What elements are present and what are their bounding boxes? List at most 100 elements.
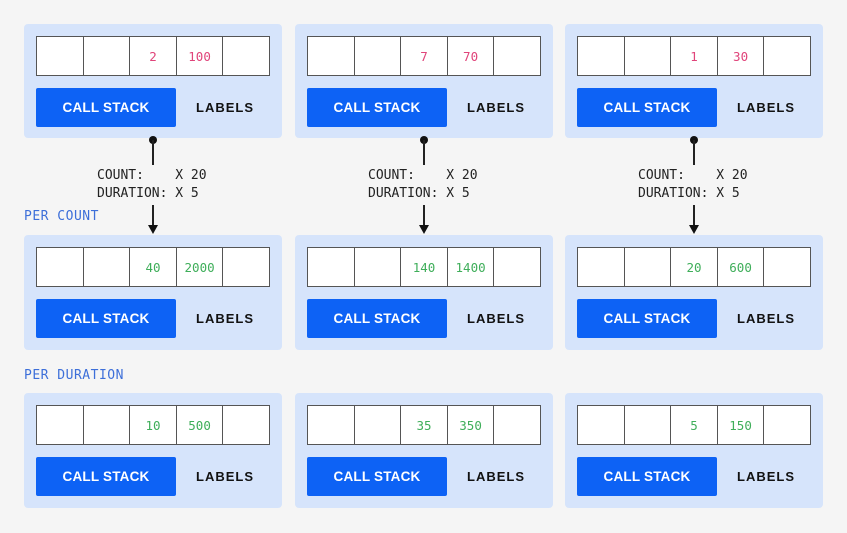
cell [578, 406, 625, 444]
per-count-panel-1: 40 2000 CALL STACK LABELS [24, 235, 282, 350]
connector-line [693, 205, 695, 225]
labels-text: LABELS [737, 100, 795, 115]
count-cell: 7 [401, 37, 448, 75]
connector-line [423, 205, 425, 225]
sample-cells: 5 150 [577, 405, 811, 445]
sample-cells: 1 30 [577, 36, 811, 76]
cell [625, 37, 672, 75]
duration-cell: 100 [177, 37, 224, 75]
cell [764, 406, 810, 444]
cell [494, 406, 540, 444]
count-cell: 1 [671, 37, 718, 75]
duration-cell: 70 [448, 37, 495, 75]
cell [764, 37, 810, 75]
cell [625, 248, 672, 286]
raw-panel-2: 7 70 CALL STACK LABELS [295, 24, 553, 138]
duration-cell: 1400 [448, 248, 495, 286]
duration-cell: 350 [448, 406, 495, 444]
cell [84, 37, 131, 75]
cell [764, 248, 810, 286]
per-count-label: PER COUNT [24, 209, 99, 224]
connector-line [152, 205, 154, 225]
cell [37, 406, 84, 444]
duration-multiplier: DURATION: X 5 [97, 186, 199, 201]
sample-cells: 20 600 [577, 247, 811, 287]
labels-text: LABELS [196, 311, 254, 326]
cell [308, 406, 355, 444]
labels-text: LABELS [196, 469, 254, 484]
cell [223, 37, 269, 75]
cell [308, 37, 355, 75]
arrow-down-icon [689, 225, 699, 234]
sample-cells: 10 500 [36, 405, 270, 445]
raw-panel-1: 2 100 CALL STACK LABELS [24, 24, 282, 138]
duration-multiplier: DURATION: X 5 [368, 186, 470, 201]
cell [37, 248, 84, 286]
cell [578, 248, 625, 286]
duration-cell: 600 [718, 248, 765, 286]
duration-cell: 500 [177, 406, 224, 444]
cell [494, 248, 540, 286]
cell [223, 248, 269, 286]
per-count-panel-2: 140 1400 CALL STACK LABELS [295, 235, 553, 350]
duration-cell: 30 [718, 37, 765, 75]
multiplier-text: COUNT: X 20 DURATION: X 5 [97, 167, 207, 203]
call-stack-button[interactable]: CALL STACK [307, 457, 447, 496]
sample-cells: 35 350 [307, 405, 541, 445]
duration-cell: 150 [718, 406, 765, 444]
cell [494, 37, 540, 75]
labels-text: LABELS [467, 469, 525, 484]
cell [355, 37, 402, 75]
per-duration-panel-3: 5 150 CALL STACK LABELS [565, 393, 823, 508]
cell [355, 248, 402, 286]
count-cell: 40 [130, 248, 177, 286]
cell [355, 406, 402, 444]
count-cell: 35 [401, 406, 448, 444]
labels-text: LABELS [737, 469, 795, 484]
count-cell: 2 [130, 37, 177, 75]
labels-text: LABELS [467, 100, 525, 115]
cell [308, 248, 355, 286]
sample-cells: 40 2000 [36, 247, 270, 287]
call-stack-button[interactable]: CALL STACK [307, 88, 447, 127]
per-duration-label: PER DURATION [24, 368, 124, 383]
call-stack-button[interactable]: CALL STACK [36, 88, 176, 127]
count-multiplier: COUNT: X 20 [368, 168, 478, 183]
call-stack-button[interactable]: CALL STACK [577, 299, 717, 338]
call-stack-button[interactable]: CALL STACK [577, 457, 717, 496]
arrow-down-icon [419, 225, 429, 234]
count-multiplier: COUNT: X 20 [97, 168, 207, 183]
per-duration-panel-1: 10 500 CALL STACK LABELS [24, 393, 282, 508]
count-cell: 5 [671, 406, 718, 444]
sample-cells: 7 70 [307, 36, 541, 76]
cell [37, 37, 84, 75]
sample-cells: 140 1400 [307, 247, 541, 287]
connector-line [693, 140, 695, 165]
connector-line [152, 140, 154, 165]
labels-text: LABELS [196, 100, 254, 115]
cell [223, 406, 269, 444]
call-stack-button[interactable]: CALL STACK [307, 299, 447, 338]
count-cell: 20 [671, 248, 718, 286]
per-duration-panel-2: 35 350 CALL STACK LABELS [295, 393, 553, 508]
arrow-down-icon [148, 225, 158, 234]
raw-panel-3: 1 30 CALL STACK LABELS [565, 24, 823, 138]
cell [625, 406, 672, 444]
call-stack-button[interactable]: CALL STACK [36, 299, 176, 338]
multiplier-text: COUNT: X 20 DURATION: X 5 [638, 167, 748, 203]
duration-multiplier: DURATION: X 5 [638, 186, 740, 201]
sample-cells: 2 100 [36, 36, 270, 76]
per-count-panel-3: 20 600 CALL STACK LABELS [565, 235, 823, 350]
cell [84, 406, 131, 444]
connector-line [423, 140, 425, 165]
count-multiplier: COUNT: X 20 [638, 168, 748, 183]
cell [578, 37, 625, 75]
labels-text: LABELS [737, 311, 795, 326]
call-stack-button[interactable]: CALL STACK [36, 457, 176, 496]
call-stack-button[interactable]: CALL STACK [577, 88, 717, 127]
labels-text: LABELS [467, 311, 525, 326]
duration-cell: 2000 [177, 248, 224, 286]
count-cell: 10 [130, 406, 177, 444]
count-cell: 140 [401, 248, 448, 286]
cell [84, 248, 131, 286]
